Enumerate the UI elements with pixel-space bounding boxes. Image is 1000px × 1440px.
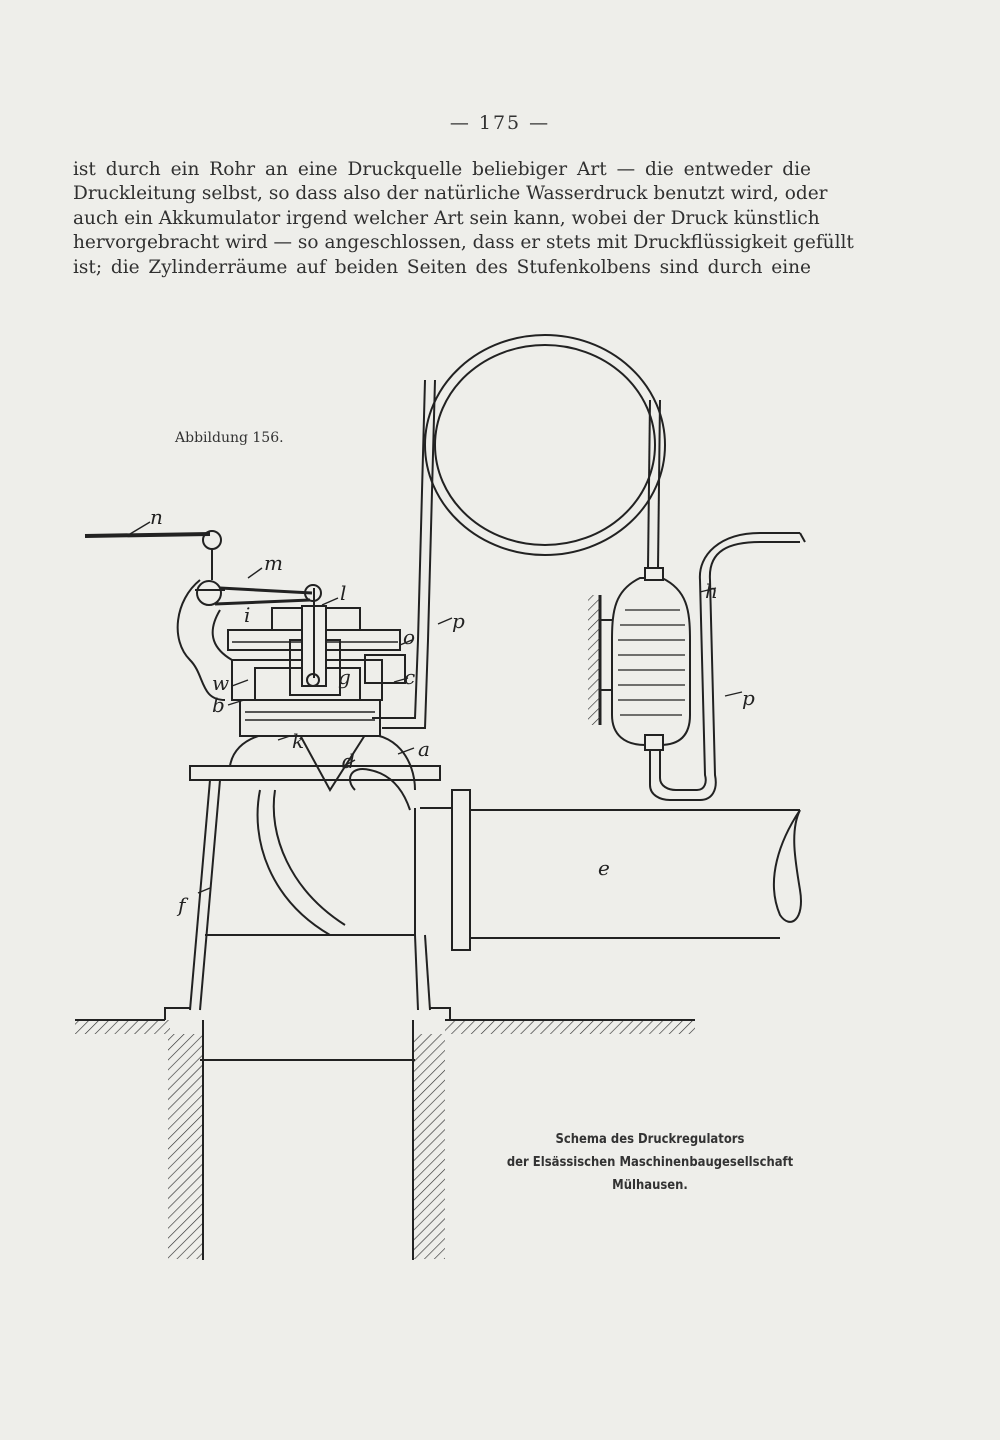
label-l: l — [340, 581, 346, 605]
ground-hatching — [75, 1019, 695, 1260]
label-g: g — [338, 665, 351, 689]
figure-label: Abbildung 156. — [175, 430, 284, 446]
caption-line: Schema des Druckregulators — [555, 1131, 745, 1147]
pipe-p — [372, 334, 666, 729]
label-m: m — [264, 551, 283, 575]
casing-f — [189, 779, 431, 1011]
text-line: auch ein Akkumulator irgend welcher Art … — [73, 207, 820, 229]
label-k: k — [292, 729, 304, 753]
page-number: — 175 — — [449, 112, 551, 134]
accumulator-h — [588, 532, 806, 801]
foundation — [164, 934, 451, 1061]
label-n: n — [150, 505, 163, 529]
label-a: a — [418, 737, 430, 761]
label-o: o — [403, 625, 415, 649]
lever-mechanism — [84, 530, 322, 701]
cylinder-assembly — [227, 588, 406, 737]
label-w: w — [212, 671, 229, 695]
label-c: c — [404, 665, 415, 689]
body-paragraph: ist durch ein Rohr an eine Druckquelle b… — [73, 158, 854, 280]
text-line: ist; die Zylinderräume auf beiden Seiten… — [73, 256, 811, 278]
label-p-accumulator: p — [742, 686, 755, 710]
text-line: Druckleitung selbst, so dass also der na… — [73, 183, 828, 205]
valve-body — [189, 731, 441, 811]
figure-caption: Schema des Druckregulators der Elsässisc… — [452, 1128, 848, 1197]
label-i: i — [244, 603, 250, 627]
pipe-e — [420, 789, 802, 951]
label-p-pipe: p — [452, 609, 465, 633]
leader-lines — [129, 521, 743, 894]
label-b: b — [212, 693, 225, 717]
caption-line: der Elsässischen Maschinenbaugesellschaf… — [506, 1154, 794, 1170]
label-d: d — [342, 749, 355, 773]
text-line: ist durch ein Rohr an eine Druckquelle b… — [73, 159, 811, 180]
label-h: h — [705, 579, 718, 603]
caption-line: Mülhausen. — [612, 1177, 688, 1193]
label-e: e — [598, 856, 610, 880]
label-f: f — [176, 893, 189, 917]
text-line: hervorgebracht wird — so angeschlossen, … — [73, 232, 854, 254]
